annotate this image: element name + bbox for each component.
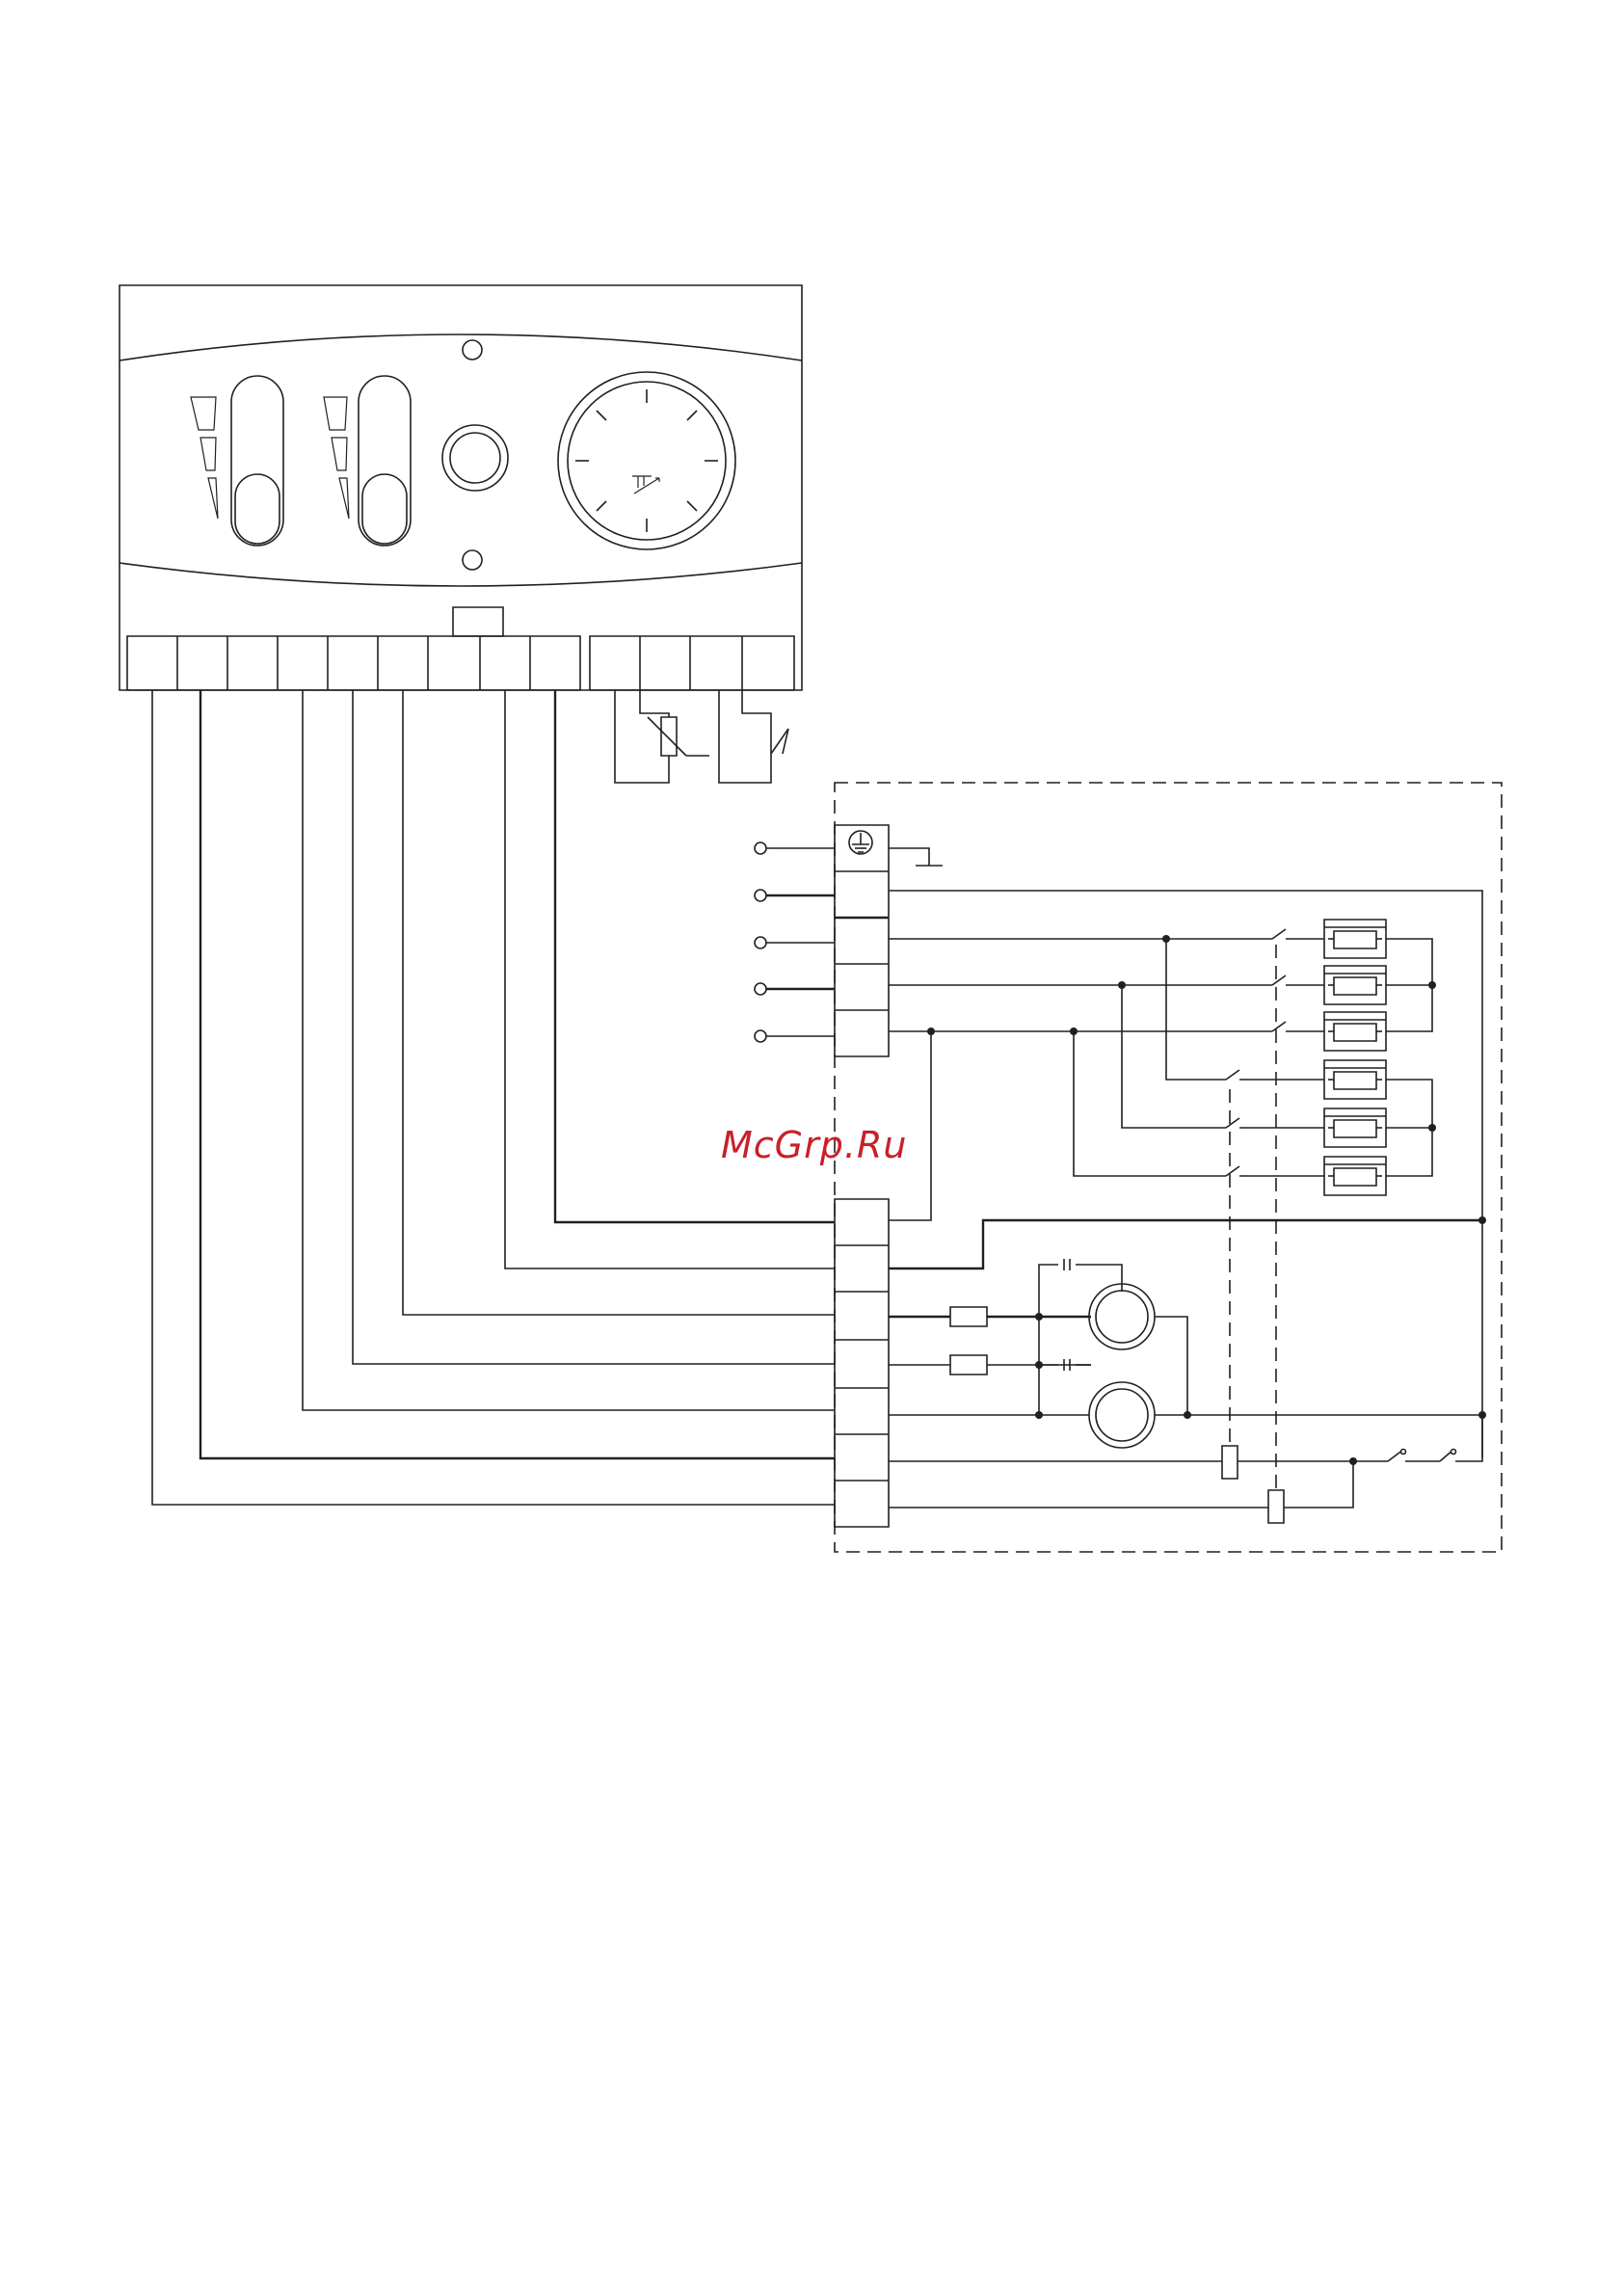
ground-icon	[849, 831, 872, 854]
relay-coil-icon	[1222, 1446, 1238, 1479]
control-panel	[120, 285, 802, 690]
motor-icon	[1089, 1382, 1155, 1448]
internal-terminal-block-lower	[835, 1199, 889, 1527]
mains-input	[755, 842, 835, 1042]
heating-element-icon	[1324, 920, 1386, 958]
motor-icon	[1089, 1284, 1155, 1349]
mains-terminal-icon[interactable]	[755, 890, 766, 901]
connector-tab	[453, 607, 503, 636]
appliance-enclosure	[835, 783, 1502, 1552]
heating-element-icon	[1324, 1157, 1386, 1195]
watermark: McGrp.Ru	[721, 1124, 907, 1166]
terminal-block-left	[127, 636, 580, 690]
heating-element-icon	[1324, 966, 1386, 1004]
panel-bottom-curve	[120, 563, 802, 586]
heater-elements	[1324, 920, 1436, 1195]
mains-terminal-icon[interactable]	[755, 1030, 766, 1042]
left-slider-control[interactable]	[191, 376, 283, 546]
right-slider-control[interactable]	[324, 376, 411, 546]
relay-circuit	[889, 1415, 1482, 1523]
terminal-block-right	[590, 636, 794, 690]
resistor-icon	[950, 1355, 987, 1375]
screw-top-icon	[463, 340, 482, 360]
thermostat-dial[interactable]	[558, 372, 735, 549]
motor-circuit	[889, 1259, 1486, 1448]
heating-element-icon	[1324, 1060, 1386, 1099]
mains-terminal-icon[interactable]	[755, 842, 766, 854]
neutral-return	[889, 1216, 1486, 1268]
resistor-icon	[950, 1307, 987, 1326]
relay-coil-icon	[1268, 1490, 1284, 1523]
mains-terminal-icon[interactable]	[755, 937, 766, 948]
heating-element-icon	[1324, 1012, 1386, 1051]
screw-bottom-icon	[463, 550, 482, 570]
thermostat-symbol-icon	[632, 476, 659, 494]
panel-wires	[152, 690, 835, 1505]
round-knob[interactable]	[442, 425, 508, 491]
limit-switch	[719, 690, 788, 783]
internal-terminal-block-upper	[835, 825, 943, 1056]
capacitor-icon	[1064, 1259, 1070, 1270]
heater-supply-lines	[889, 891, 1482, 1457]
thermistor-sensor	[615, 690, 709, 783]
heating-element-icon	[1324, 1108, 1386, 1147]
panel-top-curve	[120, 334, 802, 360]
mains-terminal-icon[interactable]	[755, 983, 766, 995]
